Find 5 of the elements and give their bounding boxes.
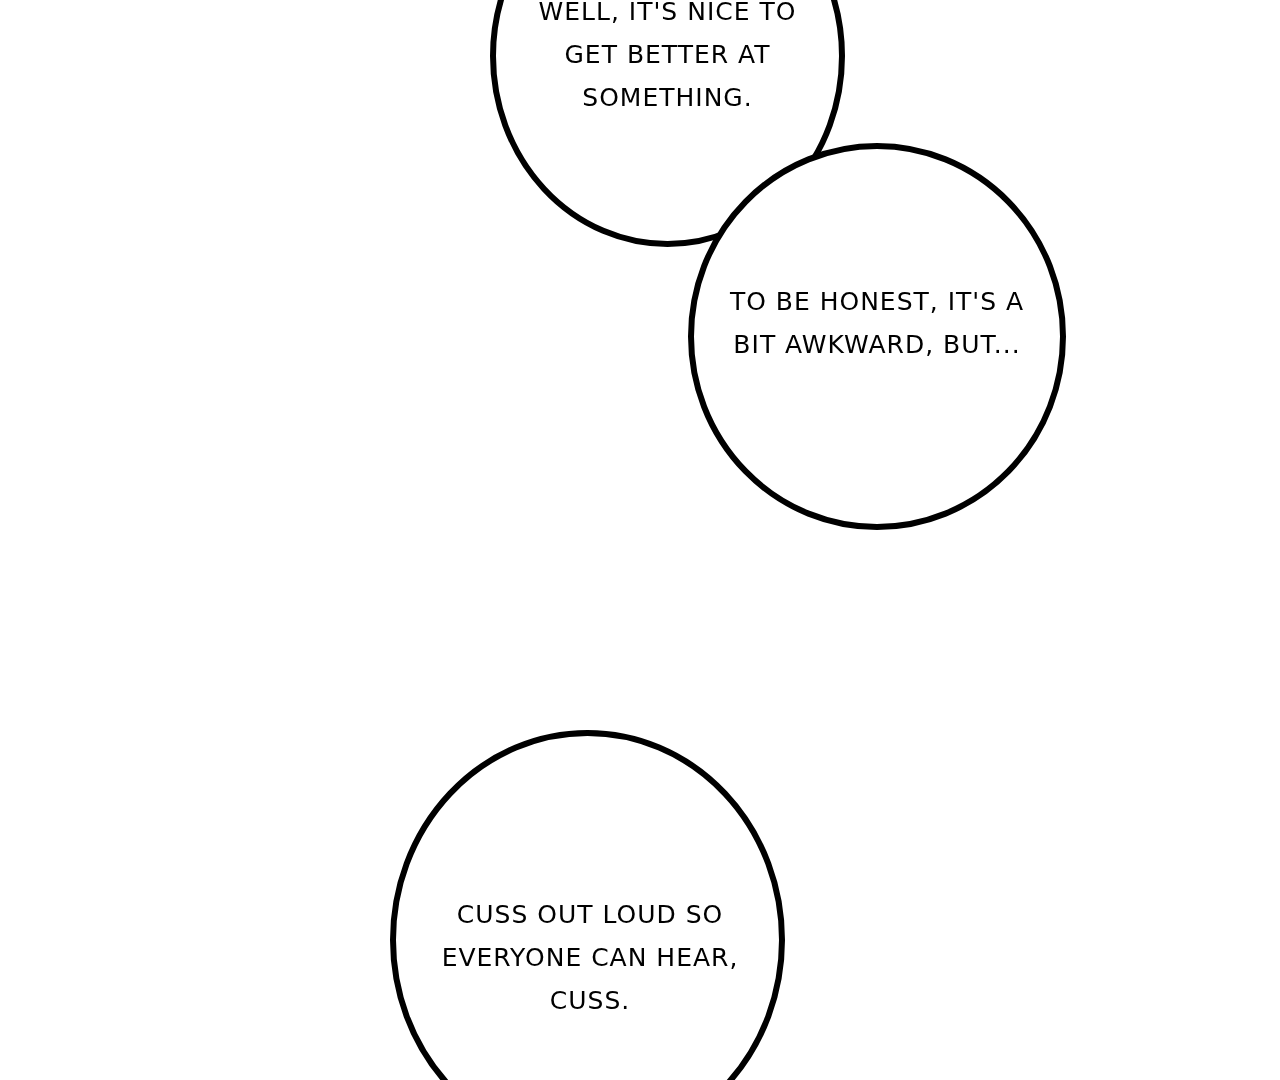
speech-bubble	[688, 143, 1066, 530]
speech-text: TO BE HONEST, IT'S A BIT AWKWARD, BUT...	[728, 286, 1026, 361]
speech-text: CUSS OUT LOUD SO EVERYONE CAN HEAR, CUSS.	[440, 899, 740, 1017]
speech-text: WELL, IT'S NICE TO GET BETTER AT SOMETHING.	[537, 0, 798, 114]
speech-bubble	[390, 730, 785, 1080]
